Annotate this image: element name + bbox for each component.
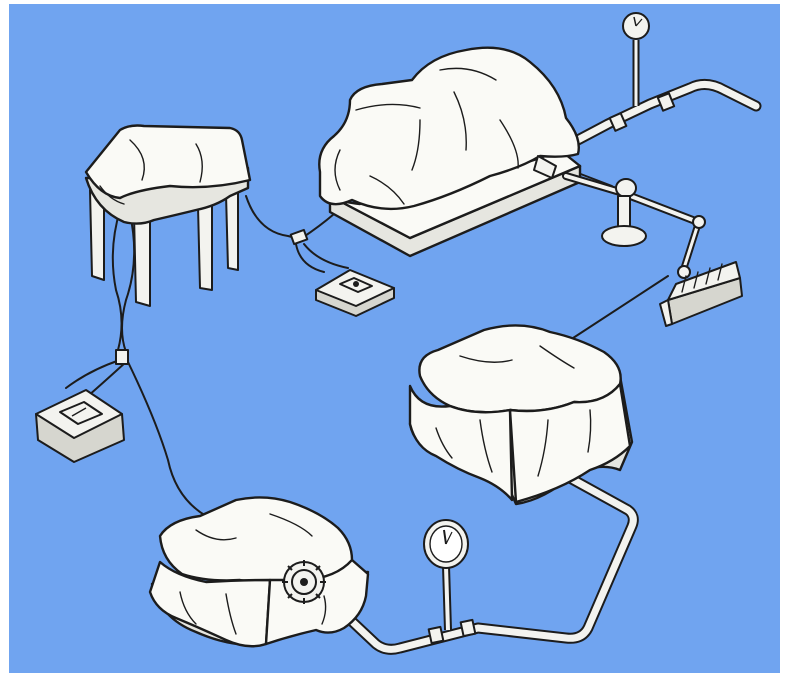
pipe-coupling — [461, 620, 476, 636]
pipe-coupling — [429, 627, 444, 643]
